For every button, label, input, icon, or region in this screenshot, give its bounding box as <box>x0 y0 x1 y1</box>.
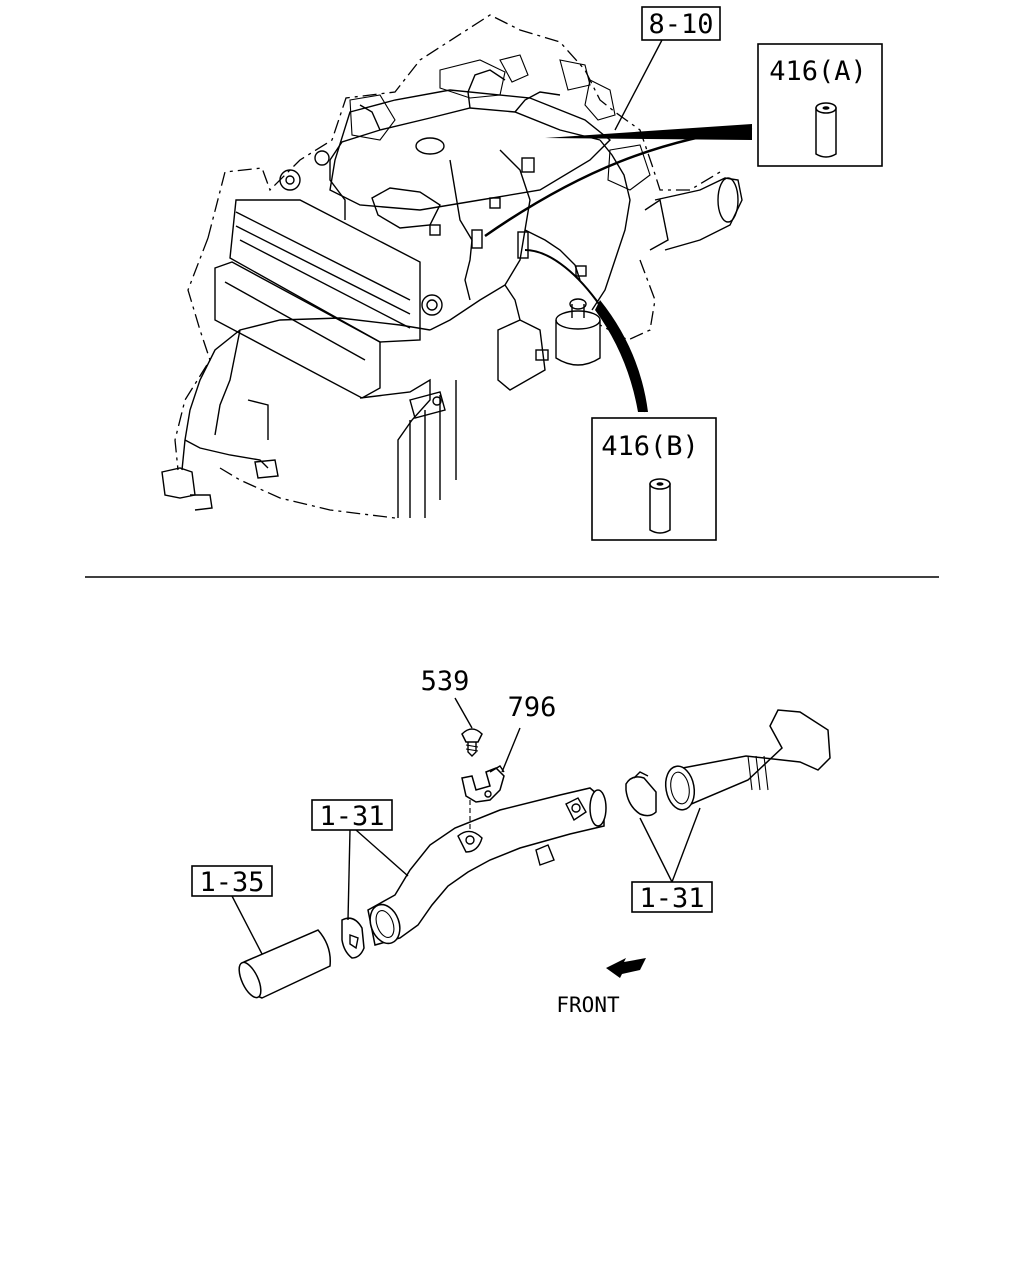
hose-clamp-left <box>341 917 365 959</box>
intake-hose-assembly: 539 796 1-31 1-35 1-31 FRONT <box>191 666 831 1017</box>
hose-clamp-right <box>625 771 657 817</box>
front-label: FRONT <box>556 993 620 1017</box>
callout-label-416b: 416(B) <box>601 431 699 462</box>
callout-hose-1-31-left: 1-31 <box>311 799 409 921</box>
callout-416a: 416(A) <box>757 43 883 167</box>
spacer-416a-icon <box>815 102 837 158</box>
front-direction-indicator: FRONT <box>556 958 646 1017</box>
callout-label-539: 539 <box>421 666 470 697</box>
callout-hose-1-31-right: 1-31 <box>631 807 713 914</box>
callout-label-796: 796 <box>508 692 557 723</box>
front-arrow-icon <box>606 958 646 978</box>
wiring-harness-illustration <box>161 69 631 511</box>
bolt-539-part <box>461 728 483 757</box>
rubber-hose-right-part <box>664 709 831 811</box>
callout-label-1-31-right: 1-31 <box>639 883 704 914</box>
spacer-416b-icon <box>649 478 671 534</box>
sensor-bracket-796-part <box>461 765 505 803</box>
callout-label-416a: 416(A) <box>769 56 867 87</box>
callout-label-1-31-left: 1-31 <box>319 801 384 832</box>
callout-label-1-35: 1-35 <box>199 867 264 898</box>
intake-duct-part <box>238 929 331 999</box>
callout-duct-1-35: 1-35 <box>191 865 273 955</box>
engine-assembly-illustration <box>174 14 743 519</box>
leader-curves-416 <box>484 124 753 413</box>
callout-harness-8-10: 8-10 <box>614 6 721 131</box>
main-intake-pipe-part <box>367 787 607 946</box>
callout-416b: 416(B) <box>591 417 717 541</box>
callout-label-8-10: 8-10 <box>648 9 713 40</box>
